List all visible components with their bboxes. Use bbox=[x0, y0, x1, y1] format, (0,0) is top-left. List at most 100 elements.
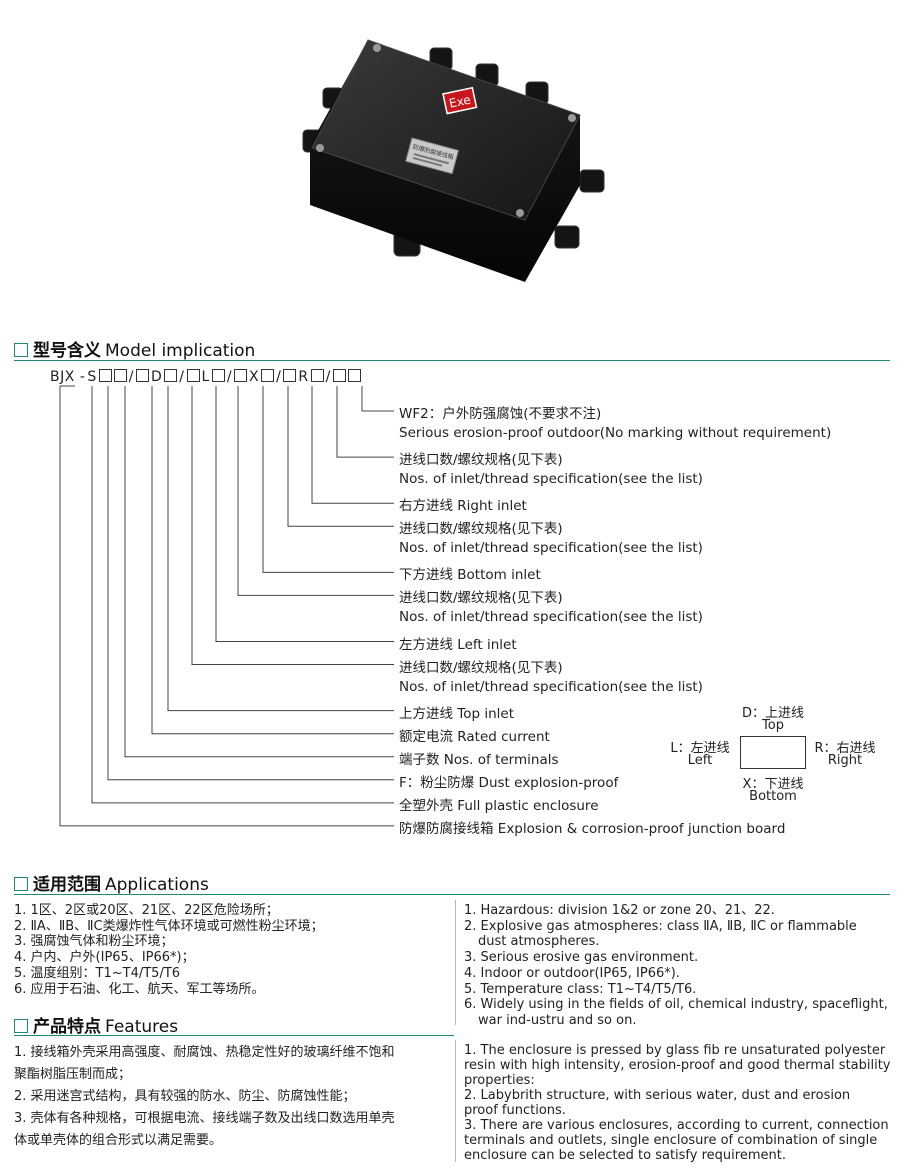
model-tree-lines bbox=[59, 385, 394, 827]
model-leader-line bbox=[151, 386, 394, 735]
list-item: resin with high intensity, erosion-proof… bbox=[464, 1058, 891, 1073]
model-leader-line bbox=[124, 386, 394, 758]
model-explanation-line: Serious erosion-proof outdoor(No marking… bbox=[399, 425, 832, 442]
model-code-char: L bbox=[201, 369, 210, 385]
list-item: properties: bbox=[464, 1073, 535, 1088]
list-item: 1. 接线箱外壳采用高强度、耐腐蚀、热稳定性好的玻璃纤维不饱和 bbox=[14, 1045, 395, 1060]
model-code-placeholder bbox=[310, 369, 324, 382]
inlet-diagram-box bbox=[740, 736, 806, 769]
model-code-char: D bbox=[151, 369, 163, 385]
model-explanation-line: 防爆防腐接线箱 Explosion & corrosion-proof junc… bbox=[399, 820, 786, 837]
model-code-char: / bbox=[226, 369, 233, 385]
list-item: 5. Temperature class: T1~T4/T5/T6. bbox=[464, 981, 697, 997]
model-code: BJX-S/D/L/X/R/ bbox=[50, 369, 362, 385]
model-explanation-line: Nos. of inlet/thread specification(see t… bbox=[399, 540, 703, 557]
model-code-char: X bbox=[249, 369, 260, 385]
model-explanation-line: Nos. of inlet/thread specification(see t… bbox=[399, 678, 703, 695]
applications-en-list: 1. Hazardous: division 1&2 or zone 20、21… bbox=[464, 903, 888, 1029]
model-explanation-line: 全塑外壳 Full plastic enclosure bbox=[399, 797, 599, 814]
diagram-bottom-en: Bottom bbox=[749, 789, 797, 804]
model-explanation-line: 进线口数/螺纹规格(见下表) bbox=[399, 452, 563, 469]
model-leader-line bbox=[191, 386, 394, 666]
model-leader-line bbox=[167, 386, 394, 712]
list-item: 4. Indoor or outdoor(IP65, IP66*). bbox=[464, 965, 680, 981]
diagram-bottom-cn: X：下进线 bbox=[742, 777, 804, 792]
list-item: 1. The enclosure is pressed by glass fib… bbox=[464, 1043, 886, 1058]
model-code-placeholder bbox=[234, 369, 248, 382]
exe-label: Exe bbox=[448, 93, 472, 111]
model-code-prefix: BJX bbox=[50, 369, 75, 385]
model-leader-line bbox=[311, 386, 394, 504]
model-code-char: / bbox=[325, 369, 331, 385]
model-code-placeholder bbox=[136, 369, 149, 382]
applications-cn-list: 1. 1区、2区或20区、21区、22区危险场所；2. ⅡA、ⅡB、ⅡC类爆炸性… bbox=[14, 903, 324, 997]
model-explanation-line: Nos. of inlet/thread specification(see t… bbox=[399, 471, 703, 488]
model-explanation-line: WF2：户外防强腐蚀(不要求不注) bbox=[399, 406, 602, 422]
list-item: 6. Widely using in the fields of oil, ch… bbox=[464, 997, 888, 1013]
model-code-placeholder bbox=[164, 369, 178, 382]
list-item: 4. 户内、户外(IP65、IP66*)； bbox=[14, 950, 195, 966]
model-leader-line bbox=[91, 386, 394, 804]
model-code-char: S bbox=[87, 369, 97, 385]
features-section-divider bbox=[14, 1035, 454, 1036]
diagram-left-cn: L：左进线 bbox=[670, 741, 730, 756]
section-square-icon bbox=[14, 877, 28, 891]
product-image: Exe 防爆防腐接线箱 bbox=[302, 39, 605, 282]
model-code-placeholder bbox=[332, 369, 346, 382]
diagram-right-cn: R：右进线 bbox=[814, 741, 876, 756]
diagram-top-en: Top bbox=[762, 718, 784, 733]
model-code-placeholder bbox=[261, 369, 275, 382]
list-item: 3. There are various enclosures, accordi… bbox=[464, 1118, 889, 1133]
model-leader-line bbox=[237, 386, 394, 596]
model-leader-line bbox=[262, 386, 394, 573]
model-code-char: / bbox=[128, 369, 134, 385]
model-code-char: / bbox=[276, 369, 282, 385]
list-item: proof functions. bbox=[464, 1103, 566, 1118]
model-code-char: R bbox=[298, 369, 309, 385]
model-code-placeholder bbox=[283, 369, 297, 382]
diagram-left-en: Left bbox=[687, 753, 713, 768]
model-explanation-line: 左方进线 Left inlet bbox=[399, 636, 517, 653]
model-explanation-line: 右方进线 Right inlet bbox=[399, 498, 527, 515]
list-item: 聚酯树脂压制而成； bbox=[14, 1067, 132, 1082]
model-leader-line bbox=[107, 386, 394, 781]
model-code-placeholder bbox=[347, 369, 361, 382]
list-item: 5. 温度组别：T1~T4/T5/T6 bbox=[14, 965, 181, 981]
diagram-top-cn: D：上进线 bbox=[741, 706, 804, 721]
model-leader-line bbox=[287, 386, 394, 527]
model-section-divider bbox=[14, 360, 890, 361]
model-explanation-line: 进线口数/螺纹规格(见下表) bbox=[399, 659, 563, 676]
section-square-icon bbox=[14, 1019, 28, 1033]
model-explanation-line: F：粉尘防爆 Dust explosion-proof bbox=[399, 774, 619, 791]
list-item: enclosure can be selected to satisfy req… bbox=[464, 1148, 786, 1163]
model-leader-line bbox=[215, 386, 394, 642]
list-item: 3. Serious erosive gas environment. bbox=[464, 950, 699, 966]
list-item: war ind-ustru and so on. bbox=[478, 1012, 637, 1028]
features-cn-list: 1. 接线箱外壳采用高强度、耐腐蚀、热稳定性好的玻璃纤维不饱和聚酯树脂压制而成；… bbox=[14, 1042, 395, 1152]
diagram-right-en: Right bbox=[827, 753, 863, 768]
list-item: 1. Hazardous: division 1&2 or zone 20、21… bbox=[464, 903, 775, 918]
model-explanation-line: 进线口数/螺纹规格(见下表) bbox=[399, 521, 563, 538]
model-leader-line bbox=[59, 386, 394, 827]
list-item: 3. 壳体有各种规格，可根据电流、接线端子数及出线口数选用单壳 bbox=[14, 1111, 395, 1126]
list-item: 1. 1区、2区或20区、21区、22区危险场所； bbox=[14, 903, 279, 918]
list-item: 2. Explosive gas atmospheres: class ⅡA, … bbox=[464, 918, 857, 934]
applications-column-divider bbox=[455, 900, 456, 1025]
applications-section-divider bbox=[14, 894, 890, 895]
model-code-placeholder bbox=[113, 369, 127, 382]
model-code-placeholder bbox=[211, 369, 225, 382]
model-explanation-line: 下方进线 Bottom inlet bbox=[399, 567, 541, 584]
list-item: 2. Labybrith structure, with serious wat… bbox=[464, 1088, 851, 1103]
features-column-divider bbox=[455, 1040, 456, 1162]
model-leader-line bbox=[361, 386, 394, 412]
model-explanation-line: 进线口数/螺纹规格(见下表) bbox=[399, 590, 563, 607]
list-item: 3. 强腐蚀气体和粉尘环境； bbox=[14, 934, 174, 950]
list-item: 2. ⅡA、ⅡB、ⅡC类爆炸性气体环境或可燃性粉尘环境； bbox=[14, 918, 324, 934]
list-item: 2. 采用迷宫式结构，具有较强的防水、防尘、防腐蚀性能； bbox=[14, 1089, 356, 1104]
model-explanation-line: 上方进线 Top inlet bbox=[399, 705, 515, 722]
model-code-char: / bbox=[179, 369, 185, 385]
features-en-list: 1. The enclosure is pressed by glass fib… bbox=[464, 1043, 891, 1163]
